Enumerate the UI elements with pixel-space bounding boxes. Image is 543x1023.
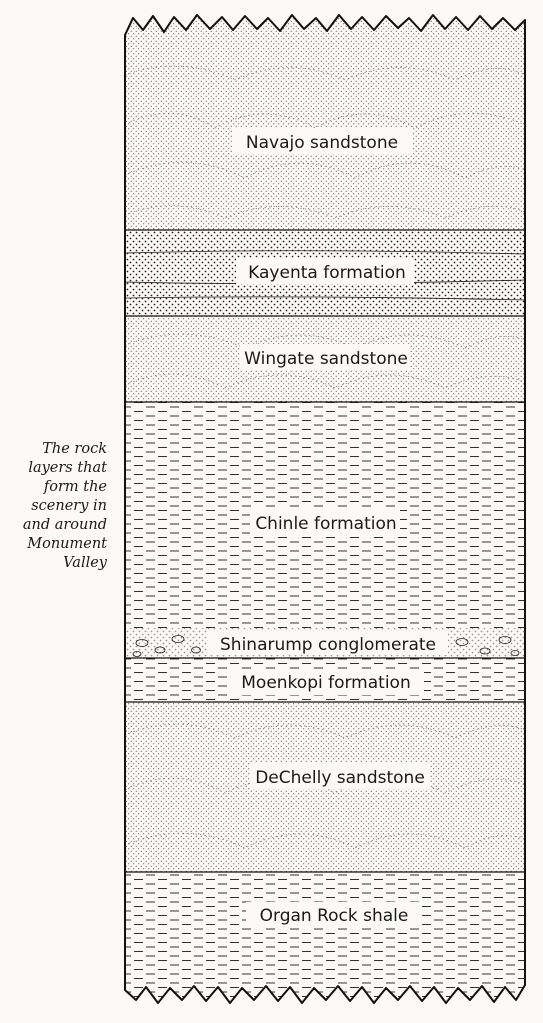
caption-line: scenery in	[31, 498, 107, 514]
layer-organ-rock	[125, 872, 525, 1003]
caption-line: Valley	[63, 555, 107, 571]
caption-line: form the	[43, 479, 107, 495]
layer-navajo	[125, 15, 525, 230]
label-shinarump: Shinarump conglomerate	[220, 635, 436, 655]
label-navajo: Navajo sandstone	[246, 133, 398, 153]
label-chinle: Chinle formation	[255, 514, 396, 534]
figure-caption: The rock layers that form the scenery in…	[10, 440, 107, 573]
caption-line: layers that	[28, 460, 107, 476]
label-kayenta: Kayenta formation	[248, 263, 406, 283]
label-moenkopi: Moenkopi formation	[241, 673, 410, 693]
caption-line: The rock	[42, 441, 107, 457]
label-dechelly: DeChelly sandstone	[255, 768, 425, 788]
label-wingate: Wingate sandstone	[244, 349, 408, 369]
label-organ-rock: Organ Rock shale	[260, 906, 409, 926]
caption-line: Monument	[27, 536, 107, 552]
caption-line: and around	[22, 517, 107, 533]
